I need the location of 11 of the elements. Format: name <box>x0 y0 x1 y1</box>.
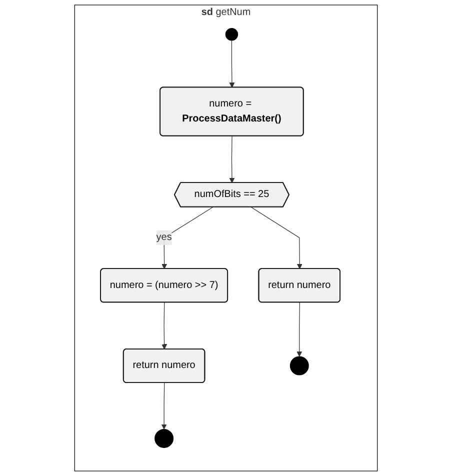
node-circle <box>290 356 309 376</box>
arrow <box>229 136 235 184</box>
arrow <box>296 302 302 357</box>
arrow <box>250 206 302 270</box>
arrow <box>162 206 214 270</box>
edge-label: yes <box>156 232 172 243</box>
arrow <box>161 382 167 430</box>
node-circle <box>225 28 238 41</box>
arrow <box>229 40 235 88</box>
arrow <box>162 302 168 350</box>
node-circle <box>154 428 174 448</box>
